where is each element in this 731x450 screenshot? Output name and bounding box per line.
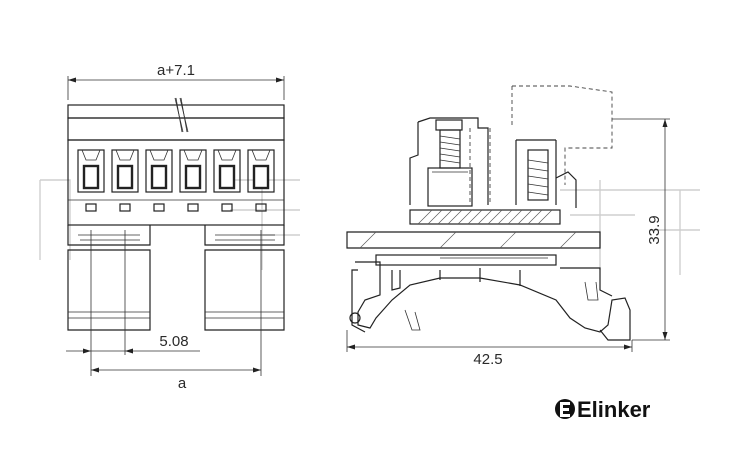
- dimension-overall-width: a+7.1: [67, 62, 285, 100]
- dimension-rail-length: 42.5: [346, 330, 633, 368]
- side-view: [346, 85, 631, 341]
- pitch-label: 5.08: [159, 333, 188, 350]
- dimension-height: 33.9: [612, 118, 670, 341]
- pin-span-label: a: [178, 375, 187, 392]
- brand-name: Elinker: [577, 397, 651, 422]
- terminal-windows: [77, 149, 275, 193]
- height-label: 33.9: [646, 215, 663, 244]
- brand-logo: Elinker: [555, 397, 651, 422]
- front-view: [67, 97, 285, 376]
- rail-length-label: 42.5: [473, 351, 502, 368]
- slot-row: [85, 203, 267, 212]
- overall-width-label: a+7.1: [157, 62, 195, 79]
- dimension-pin-span: a: [91, 367, 261, 392]
- dimension-pitch: 5.08: [66, 333, 200, 354]
- watermark: [39, 170, 700, 275]
